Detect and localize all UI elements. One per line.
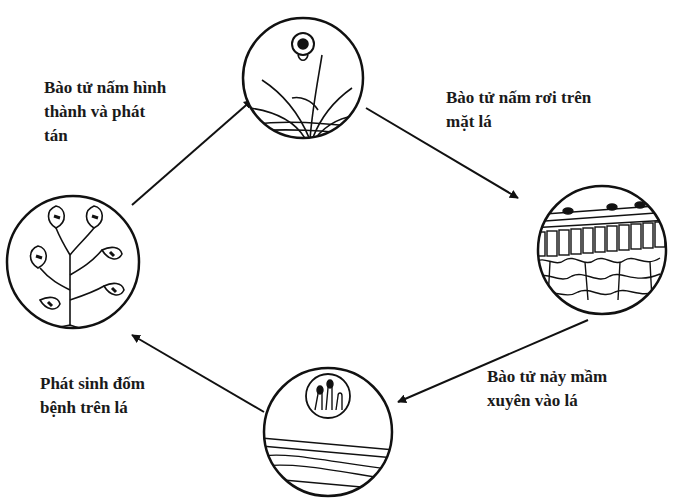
germination-circle <box>262 368 395 496</box>
stage-caption: Bào tử nấm hình thành và phát tán <box>44 76 172 148</box>
cycle-arrows <box>132 100 588 412</box>
sporulation-circle <box>7 196 139 330</box>
stage-caption: Bào tử nảy mầm xuyên vào lá <box>487 365 647 413</box>
plant-circle <box>243 18 365 140</box>
stage-caption: Bào tử nấm rơi trên mặt lá <box>446 86 596 134</box>
stage-caption: Phát sinh đốm bệnh trên lá <box>40 372 180 420</box>
leaf-section-circle <box>530 186 670 314</box>
